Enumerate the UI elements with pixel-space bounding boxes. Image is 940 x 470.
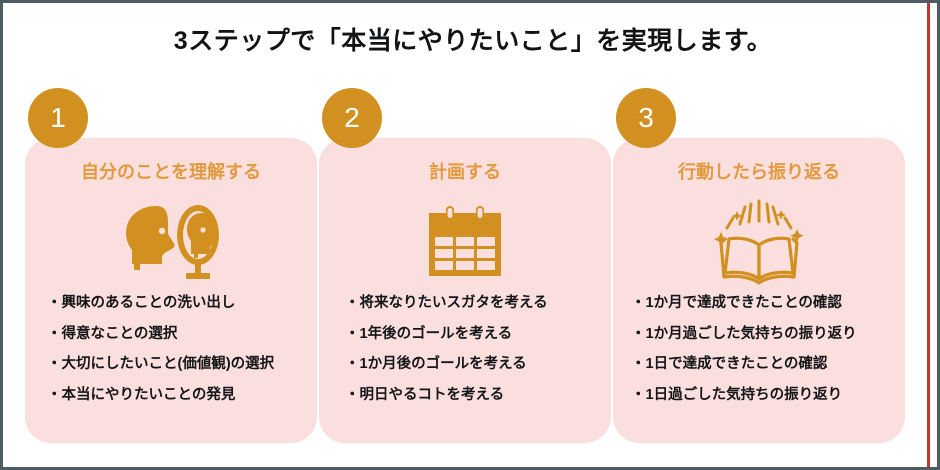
open-book-sparkle-icon	[613, 196, 905, 288]
list-item: ・1か月過ごした気持ちの振り返り	[631, 325, 857, 342]
calendar-icon	[319, 196, 611, 288]
step-number-badge-2: 2	[322, 88, 382, 148]
step-card-3[interactable]: 3 行動したら振り返る	[613, 88, 905, 443]
list-item: ・1か月後のゴールを考える	[345, 356, 527, 372]
page-title: 3ステップで「本当にやりたいこと」を実現します。	[173, 27, 773, 55]
list-item: ・1日過ごした気持ちの振り返り	[631, 386, 843, 403]
list-item: ・1日で達成できたことの確認	[631, 356, 828, 372]
list-item: ・将来なりたいスガタを考える	[345, 295, 548, 311]
step-number-badge-3: 3	[616, 88, 676, 148]
step-number-badge-1: 1	[28, 88, 88, 148]
step-card-heading-3: 行動したら振り返る	[678, 162, 840, 182]
list-item: ・得意なことの選択	[47, 325, 178, 342]
step-card-heading-1: 自分のことを理解する	[81, 162, 261, 182]
list-item: ・1か月で達成できたことの確認	[631, 295, 842, 311]
right-edge-red-rule	[927, 3, 930, 467]
step-card-2[interactable]: 2 計画する	[319, 88, 611, 443]
step-card-heading-2: 計画する	[429, 162, 501, 182]
list-item: ・明日やるコトを考える	[345, 386, 505, 403]
step-cards-container: 1 自分のことを理解する ・興	[25, 88, 905, 443]
step-card-bullets-3: ・1か月で達成できたことの確認 ・1か月過ごした気持ちの振り返り ・1日で達成で…	[613, 296, 905, 402]
step-card-bullets-1: ・興味のあることの洗い出し ・得意なことの選択 ・大切にしたいこと(価値観)の選…	[25, 296, 317, 402]
step-card-bullets-2: ・将来なりたいスガタを考える ・1年後のゴールを考える ・1か月後のゴールを考え…	[319, 296, 611, 402]
list-item: ・1年後のゴールを考える	[345, 325, 513, 342]
list-item: ・本当にやりたいことの発見	[47, 386, 236, 403]
step-card-1[interactable]: 1 自分のことを理解する ・興	[25, 88, 317, 443]
list-item: ・興味のあることの洗い出し	[47, 295, 236, 311]
list-item: ・大切にしたいこと(価値観)の選択	[47, 356, 275, 372]
head-and-mirror-icon	[25, 196, 317, 288]
